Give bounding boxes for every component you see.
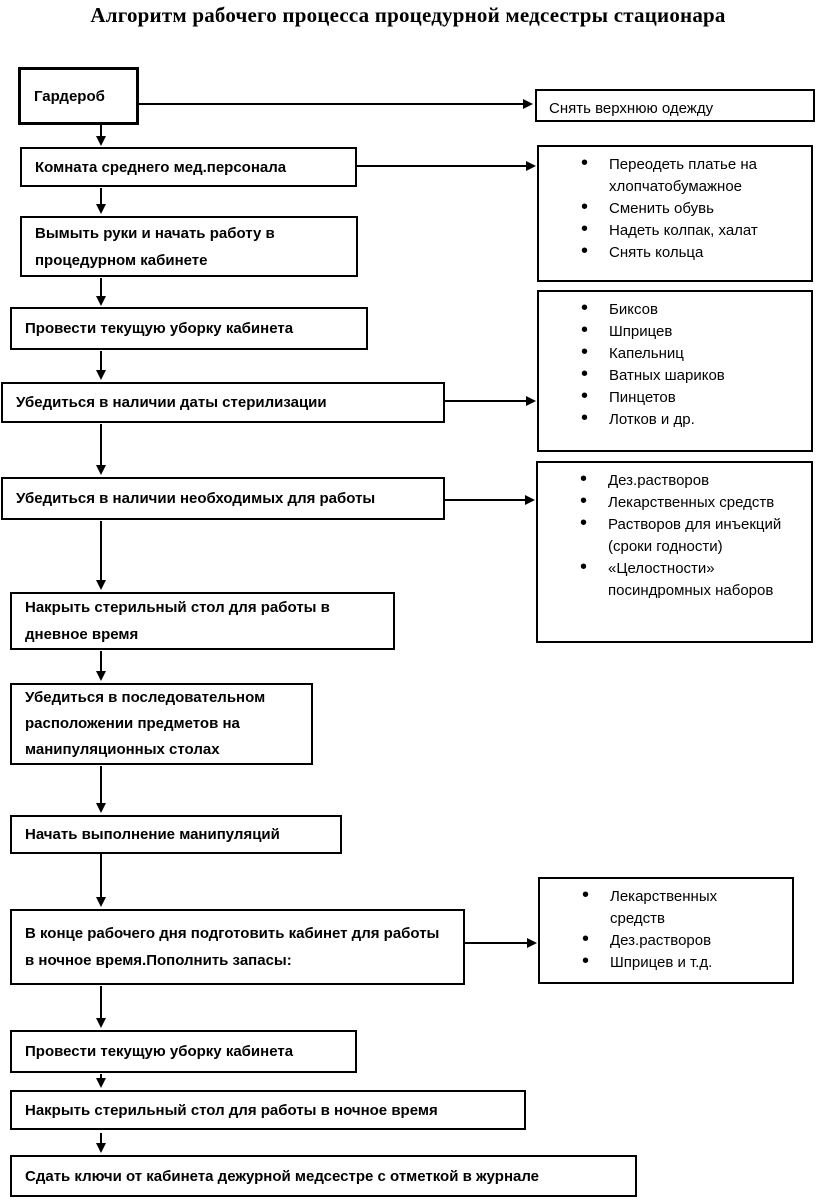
down-arrow	[95, 351, 106, 380]
flow-step-label: Накрыть стерильный стол для работы в ноч…	[25, 1101, 438, 1119]
down-arrow	[95, 424, 106, 475]
down-arrow	[95, 986, 106, 1028]
down-arrow	[95, 521, 106, 590]
bullet-item: Снять кольца	[581, 240, 811, 264]
flow-step-label: Начать выполнение манипуляций	[25, 826, 280, 843]
right-arrow	[444, 494, 535, 505]
right-arrow	[465, 937, 537, 948]
right-arrow	[357, 160, 536, 171]
flow-step-items-arrangement: Убедиться в последовательном расположени…	[10, 683, 313, 765]
flow-step-current-cleaning-1: Провести текущую уборку кабинета	[10, 307, 368, 350]
bullet-list: БиксовШприцевКапельницВатных шариковПинц…	[539, 297, 811, 431]
down-arrow	[95, 1074, 106, 1088]
flow-step-sterile-table-day: Накрыть стерильный стол для работы в дне…	[10, 592, 395, 650]
flow-step-label: Вымыть руки и начать работу в процедурно…	[35, 224, 275, 269]
down-arrow	[95, 125, 106, 146]
flow-step-wash-hands: Вымыть руки и начать работу в процедурно…	[20, 216, 358, 277]
bullet-item: Дез.растворов	[582, 928, 792, 952]
flow-step-label: Провести текущую уборку кабинета	[25, 1043, 294, 1060]
bullet-list: Лекарственных средствДез.растворовШприце…	[540, 884, 792, 974]
flow-step-sterile-table-night: Накрыть стерильный стол для работы в ноч…	[10, 1090, 526, 1130]
flow-step-label: Провести текущую уборку кабинета	[25, 320, 294, 337]
flow-step-current-cleaning-2: Провести текущую уборку кабинета	[10, 1030, 357, 1073]
flow-step-sterilization-date: Убедиться в наличии даты стерилизации	[1, 382, 445, 423]
bullet-item: Шприцев	[581, 319, 811, 343]
page-title: Алгоритм рабочего процесса процедурной м…	[90, 3, 726, 27]
bullet-item: Надеть колпак, халат	[581, 218, 811, 242]
right-arrow	[139, 98, 533, 109]
bullet-item: Лекарственных средств	[580, 490, 811, 514]
flow-step-start-manipulations: Начать выполнение манипуляций	[10, 815, 342, 854]
bullet-item: Пинцетов	[581, 385, 811, 409]
flow-step-check-availability: Убедиться в наличии необходимых для рабо…	[1, 477, 445, 520]
flow-step-wardrobe: Гардероб	[18, 67, 139, 125]
right-arrow	[444, 395, 536, 406]
bullet-item: Переодеть платье на хлопчатобумажное	[581, 152, 811, 198]
note-sterilization-items: БиксовШприцевКапельницВатных шариковПинц…	[537, 290, 813, 452]
note-change-clothes: Переодеть платье на хлопчатобумажноеСмен…	[537, 145, 813, 282]
flow-step-label: Сдать ключи от кабинета дежурной медсест…	[25, 1167, 540, 1185]
note-remove-outerwear: Снять верхнюю одежду	[535, 89, 815, 122]
note-work-supplies: Дез.растворовЛекарственных средствРаство…	[536, 461, 813, 643]
down-arrow	[95, 766, 106, 813]
flow-step-label: В конце рабочего дня подготовить кабинет…	[25, 925, 440, 969]
flow-step-label: Комната среднего мед.персонала	[35, 158, 287, 176]
bullet-item: Сменить обувь	[581, 196, 811, 220]
bullet-item: Лотков и др.	[581, 407, 811, 431]
note-text: Снять верхнюю одежду	[549, 100, 714, 117]
bullet-item: Растворов для инъекций (сроки годности)	[580, 512, 811, 558]
bullet-item: Шприцев и т.д.	[582, 950, 792, 974]
down-arrow	[95, 651, 106, 681]
bullet-item: Капельниц	[581, 341, 811, 365]
bullet-list: Дез.растворовЛекарственных средствРаство…	[538, 468, 811, 602]
flow-step-label: Накрыть стерильный стол для работы в дне…	[25, 599, 330, 643]
note-restock-supplies: Лекарственных средствДез.растворовШприце…	[538, 877, 794, 984]
down-arrow	[95, 278, 106, 306]
flow-step-label: Убедиться в наличии даты стерилизации	[16, 394, 327, 411]
bullet-list: Переодеть платье на хлопчатобумажноеСмен…	[539, 152, 811, 264]
down-arrow	[95, 188, 106, 214]
down-arrow	[95, 1133, 106, 1153]
flow-step-end-of-day-prep: В конце рабочего дня подготовить кабинет…	[10, 909, 465, 985]
flow-step-hand-over-keys: Сдать ключи от кабинета дежурной медсест…	[10, 1155, 637, 1197]
bullet-item: Лекарственных средств	[582, 884, 792, 930]
down-arrow	[95, 854, 106, 907]
flow-step-label: Убедиться в наличии необходимых для рабо…	[16, 490, 376, 507]
bullet-item: Дез.растворов	[580, 468, 811, 492]
bullet-item: Биксов	[581, 297, 811, 321]
bullet-item: Ватных шариков	[581, 363, 811, 387]
bullet-item: «Целостности» посиндромных наборов	[580, 556, 811, 602]
flow-step-label: Гардероб	[34, 87, 105, 105]
flow-step-staff-room: Комната среднего мед.персонала	[20, 147, 357, 187]
flow-step-label: Убедиться в последовательном расположени…	[25, 689, 266, 758]
